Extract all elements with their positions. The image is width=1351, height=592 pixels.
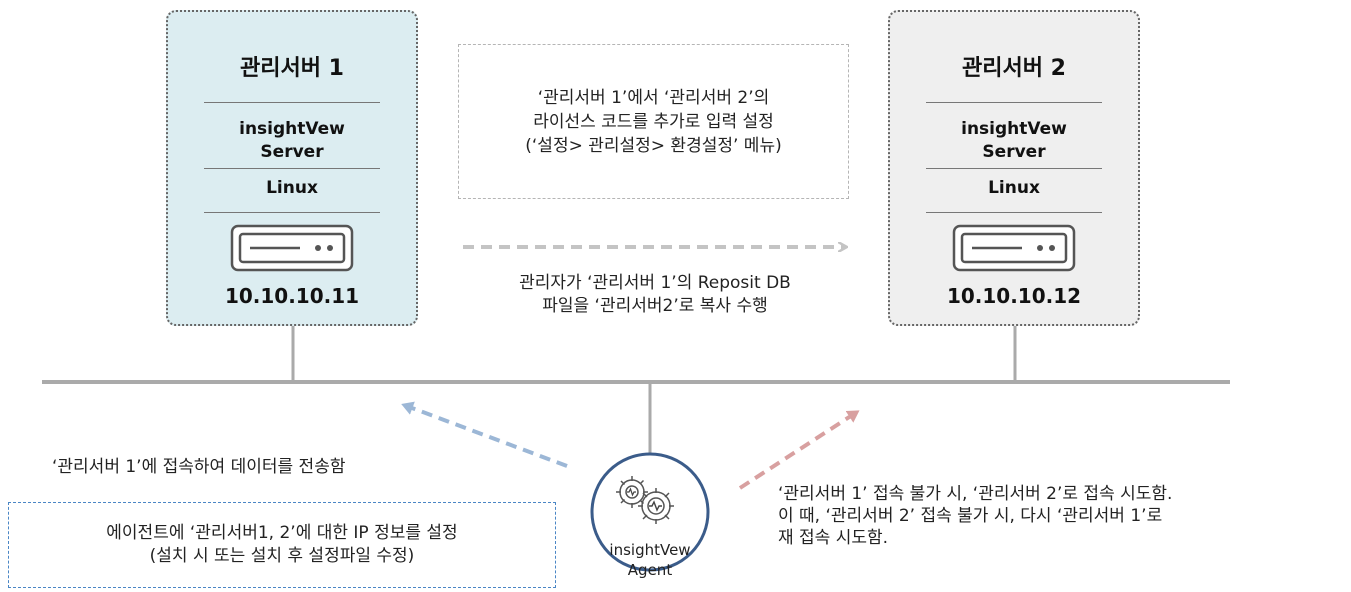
failover-arrow: [738, 410, 860, 490]
separator: [204, 212, 380, 213]
server-1-software: insightVew Server: [239, 119, 345, 162]
config-note-text: 에이전트에 ‘관리서버1, 2’에 대한 IP 정보를 설정 (설치 시 또는 …: [106, 523, 458, 566]
server-rack-icon: [952, 224, 1076, 272]
agent-label: insightVew Agent: [609, 541, 691, 579]
separator: [204, 102, 380, 103]
failover-note-text: ‘관리서버 1’ 접속 불가 시, ‘관리서버 2’로 접속 시도함. 이 때,…: [778, 484, 1173, 548]
separator: [204, 168, 380, 169]
server-rack-icon: [230, 224, 354, 272]
server-2-ip: 10.10.10.12: [946, 284, 1082, 308]
copy-note-text: 관리자가 ‘관리서버 1’의 Reposit DB 파일을 ‘관리서버2’로 복…: [519, 273, 791, 316]
agent-connect-note: ‘관리서버 1’에 접속하여 데이터를 전송함: [52, 457, 346, 477]
server-1-box: 관리서버 1 insightVew Server Linux 10.10.10.…: [166, 10, 418, 326]
server-2-title: 관리서버 2: [962, 56, 1066, 81]
gears-pulse-icon: [616, 476, 674, 524]
server-1-ip: 10.10.10.11: [224, 284, 360, 308]
separator: [926, 102, 1102, 103]
config-note-box: 에이전트에 ‘관리서버1, 2’에 대한 IP 정보를 설정 (설치 시 또는 …: [8, 502, 556, 588]
connect-primary-arrow: [401, 401, 568, 468]
separator: [926, 212, 1102, 213]
server-2-os: Linux: [988, 178, 1040, 198]
separator: [926, 168, 1102, 169]
server-1-title: 관리서버 1: [240, 56, 344, 81]
server-2-box: 관리서버 2 insightVew Server Linux 10.10.10.…: [888, 10, 1140, 326]
license-note-text: ‘관리서버 1’에서 ‘관리서버 2’의 라이선스 코드를 추가로 입력 설정 …: [525, 87, 782, 156]
license-note-box: ‘관리서버 1’에서 ‘관리서버 2’의 라이선스 코드를 추가로 입력 설정 …: [458, 44, 849, 199]
server-1-os: Linux: [266, 178, 318, 198]
server-2-software: insightVew Server: [961, 119, 1067, 162]
